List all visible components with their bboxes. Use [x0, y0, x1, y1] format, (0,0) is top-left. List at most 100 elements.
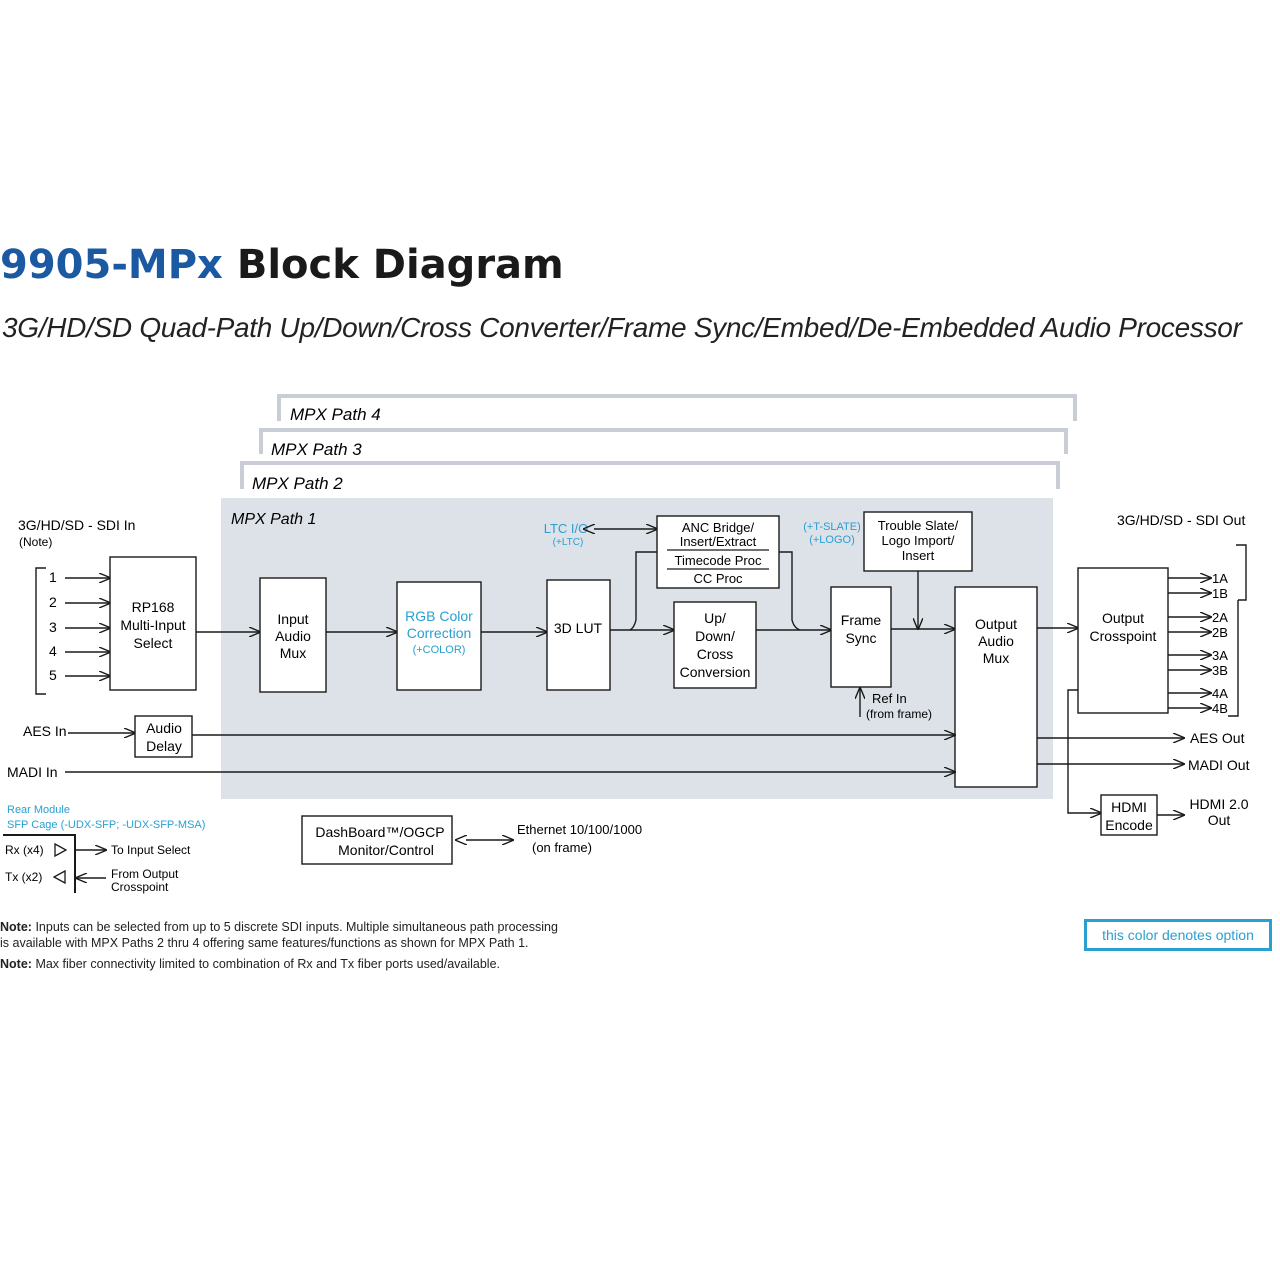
- rx-label: Rx (x4): [5, 843, 44, 857]
- trouble-slate-block: [863, 511, 973, 572]
- port-3b: 3B: [1212, 663, 1228, 678]
- output-audio-mux-line1: Output: [975, 616, 1017, 632]
- sdi-out-label: 3G/HD/SD - SDI Out: [1117, 512, 1245, 528]
- anc-line2: Insert/Extract: [680, 534, 757, 549]
- port-4a: 4A: [1212, 686, 1228, 701]
- sdi-in-arrows: [65, 578, 110, 676]
- anc-line1: ANC Bridge/: [682, 520, 755, 535]
- logo-option: (+LOGO): [809, 534, 855, 546]
- 3d-lut-label: 3D LUT: [554, 620, 603, 636]
- rp168-line1: RP168: [132, 599, 175, 615]
- note-2: Note: Max fiber connectivity limited to …: [0, 957, 500, 971]
- port-1b: 1B: [1212, 586, 1228, 601]
- sdi-in-numbers: 1 2 3 4 5: [49, 569, 57, 683]
- rgb-option: (+COLOR): [413, 644, 466, 656]
- hdmi-out-line1: HDMI 2.0: [1189, 796, 1248, 812]
- option-color-legend: this color denotes option: [1084, 919, 1272, 951]
- timecode-proc: Timecode Proc: [675, 553, 762, 568]
- rear-module-title: Rear Module: [7, 804, 70, 816]
- note-2-text: Max fiber connectivity limited to combin…: [35, 957, 501, 971]
- audio-delay-block: [134, 715, 193, 758]
- port-2a: 2A: [1212, 610, 1228, 625]
- frame-sync-line1: Frame: [841, 612, 882, 628]
- port-1a: 1A: [1212, 571, 1228, 586]
- sdi-in-3: 3: [49, 619, 57, 635]
- rgb-color-correction-block: [396, 581, 482, 691]
- sdi-in-4: 4: [49, 643, 57, 659]
- output-crosspoint-block: [1077, 567, 1169, 714]
- input-audio-mux-block: [259, 577, 327, 693]
- rgb-line1: RGB Color: [405, 608, 473, 624]
- sdi-in-note: (Note): [19, 535, 52, 549]
- model-name: 9905-MPx: [0, 242, 223, 288]
- ltc-option: (+LTC): [553, 537, 584, 548]
- rear-module-sfp: SFP Cage (-UDX-SFP; -UDX-SFP-MSA): [7, 819, 205, 831]
- ethernet-location: (on frame): [532, 840, 592, 855]
- updown-line1: Up/: [704, 610, 726, 626]
- rx-triangle: [54, 842, 68, 858]
- output-crosspoint-line1: Output: [1102, 610, 1144, 626]
- madi-in-label: MADI In: [7, 764, 58, 780]
- rp168-block: [109, 556, 197, 691]
- page-subtitle: 3G/HD/SD Quad-Path Up/Down/Cross Convert…: [2, 312, 1242, 343]
- port-4b: 4B: [1212, 701, 1228, 716]
- sdi-out-bracket-top: [1236, 544, 1247, 601]
- note-1-label: Note:: [0, 920, 32, 934]
- port-3a: 3A: [1212, 648, 1228, 663]
- rp168-line3: Select: [134, 635, 173, 651]
- rp168-line2: Multi-Input: [120, 617, 185, 633]
- madi-out-label: MADI Out: [1188, 757, 1250, 773]
- sdi-in-label: 3G/HD/SD - SDI In: [18, 517, 135, 533]
- updown-line3: Cross: [697, 646, 734, 662]
- audio-delay-line2: Delay: [146, 738, 182, 754]
- output-audio-mux-block: [954, 586, 1038, 788]
- aes-in-label: AES In: [23, 723, 67, 739]
- updown-line4: Conversion: [680, 664, 751, 680]
- hdmi-encode-line2: Encode: [1105, 817, 1153, 833]
- output-crosspoint-line2: Crosspoint: [1090, 628, 1157, 644]
- sdi-out-bracket: [1228, 600, 1239, 717]
- note-1-line1: Note: Inputs can be selected from up to …: [0, 920, 558, 934]
- 3d-lut-block: [546, 579, 611, 691]
- path-3-label: MPX Path 3: [271, 440, 362, 459]
- path-1-label: MPX Path 1: [231, 511, 316, 528]
- input-audio-mux-line2: Audio: [275, 628, 311, 644]
- aes-out-label: AES Out: [1190, 730, 1245, 746]
- output-audio-mux-line3: Mux: [983, 650, 1009, 666]
- ltc-io-label: LTC I/O: [544, 521, 589, 536]
- dashboard-block: [301, 815, 453, 865]
- hdmi-encode-block: [1100, 794, 1158, 836]
- audio-delay-line1: Audio: [146, 720, 182, 736]
- input-audio-mux-line1: Input: [277, 611, 308, 627]
- sdi-in-5: 5: [49, 667, 57, 683]
- ethernet-label: Ethernet 10/100/1000: [517, 822, 642, 837]
- path-4-frame: [277, 394, 1077, 421]
- port-2b: 2B: [1212, 625, 1228, 640]
- title-text: Block Diagram: [236, 242, 564, 288]
- path-2-label: MPX Path 2: [252, 474, 343, 493]
- trouble-line2: Logo Import/: [882, 533, 955, 548]
- crosspoint-to-hdmi-line: [1067, 689, 1101, 813]
- ref-in-source: (from frame): [866, 707, 932, 721]
- up-down-cross-block: [673, 601, 757, 689]
- mpx-path-frames: [221, 394, 1077, 799]
- tx-label: Tx (x2): [5, 870, 42, 884]
- sdi-in-1: 1: [49, 569, 57, 585]
- tx-source-line1: From Output: [111, 867, 179, 881]
- dashboard-line2: Monitor/Control: [338, 842, 434, 858]
- path-3-frame: [259, 428, 1068, 454]
- page-title: 9905-MPx Block Diagram: [0, 242, 564, 288]
- trouble-line3: Insert: [902, 548, 935, 563]
- path-2-frame: [240, 461, 1060, 489]
- hdmi-encode-line1: HDMI: [1111, 799, 1147, 815]
- sdi-out-ports: 1A 1B 2A 2B 3A 3B 4A 4B: [1212, 571, 1228, 716]
- note-1-text1: Inputs can be selected from up to 5 disc…: [35, 920, 558, 934]
- sdi-in-bracket: [35, 567, 46, 695]
- note-2-label: Note:: [0, 957, 32, 971]
- input-audio-mux-line3: Mux: [280, 645, 306, 661]
- ref-in-label: Ref In: [872, 691, 907, 706]
- path-4-label: MPX Path 4: [290, 405, 381, 424]
- updown-line2: Down/: [695, 628, 735, 644]
- frame-sync-line2: Sync: [845, 630, 876, 646]
